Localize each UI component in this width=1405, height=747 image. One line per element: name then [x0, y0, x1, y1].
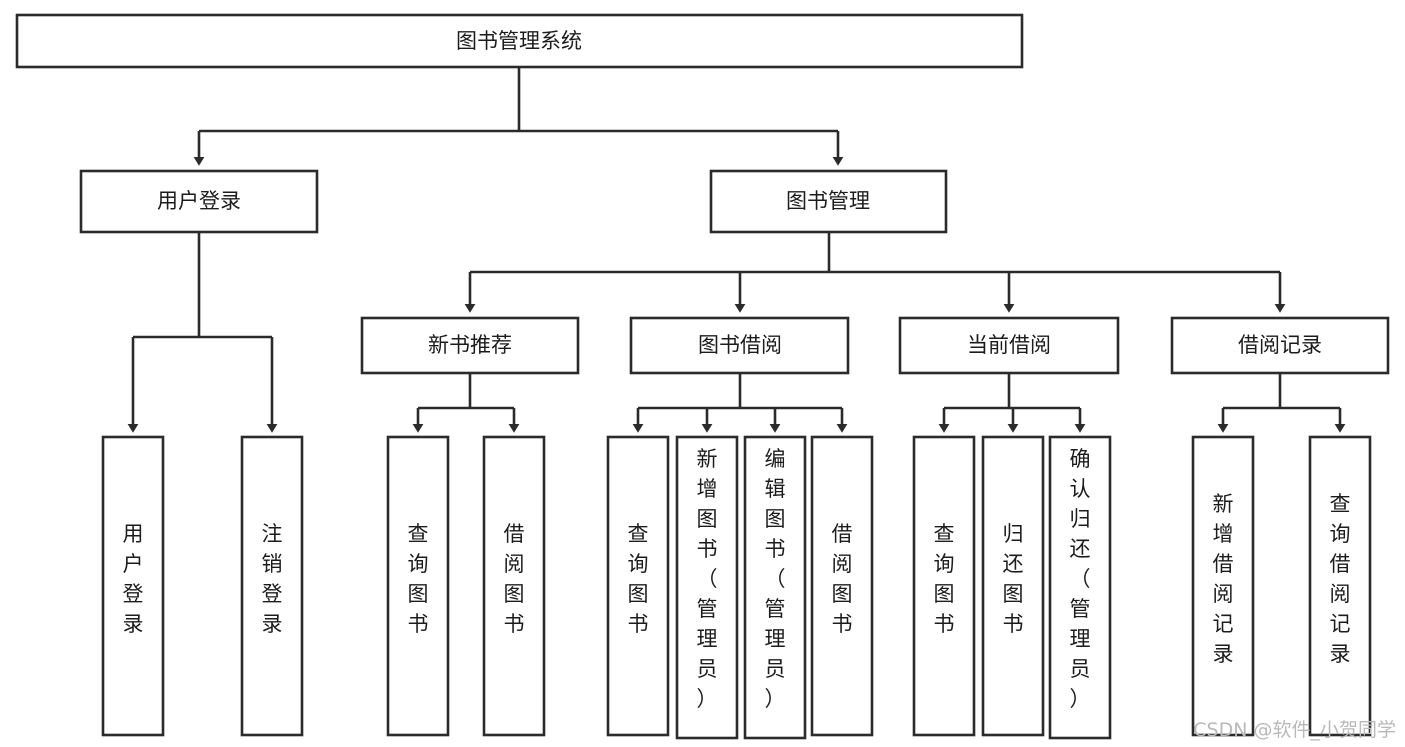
node-leaf-edit-book[interactable]: 编辑图书（管理员）	[743, 435, 807, 740]
node-leaf-return-book[interactable]: 归还图书	[981, 435, 1045, 737]
node-leaf-return-book-label: 归还图书	[1003, 522, 1024, 636]
edge-book-management-to-level3	[464, 232, 1286, 313]
node-borrow-record-label: 借阅记录	[1238, 333, 1322, 357]
node-leaf-query-book-2-label: 查询图书	[628, 522, 649, 636]
node-current-borrow[interactable]: 当前借阅	[898, 316, 1120, 375]
node-leaf-borrow-book-1-label: 借阅图书	[504, 522, 525, 636]
watermark-text: CSDN @软件_小贺同学	[1193, 719, 1396, 741]
edge-user-login-to-leaves	[127, 232, 278, 433]
node-root-label: 图书管理系统	[456, 29, 582, 53]
edge-root-to-level2	[193, 67, 844, 166]
node-leaf-borrow-book-2-label: 借阅图书	[832, 522, 853, 636]
node-borrow-record[interactable]: 借阅记录	[1170, 316, 1390, 375]
node-leaf-query-record[interactable]: 查询借阅记录	[1308, 435, 1372, 737]
node-book-borrow-label: 图书借阅	[698, 333, 782, 357]
node-leaf-query-record-label: 查询借阅记录	[1330, 492, 1351, 666]
node-leaf-add-record[interactable]: 新增借阅记录	[1191, 435, 1255, 737]
node-book-management[interactable]: 图书管理	[709, 169, 948, 234]
node-root[interactable]: 图书管理系统	[15, 13, 1024, 69]
node-book-borrow[interactable]: 图书借阅	[629, 316, 850, 375]
edge-new-book-recommend-to-leaves	[412, 373, 520, 433]
node-leaf-logout-label: 注销登录	[262, 522, 283, 636]
edge-borrow-record-to-leaves	[1217, 373, 1346, 433]
node-user-login[interactable]: 用户登录	[79, 169, 319, 234]
node-leaf-query-book-3-label: 查询图书	[934, 522, 955, 636]
node-current-borrow-label: 当前借阅	[967, 333, 1051, 357]
edge-book-borrow-to-leaves	[632, 373, 848, 433]
node-leaf-query-book-1-label: 查询图书	[408, 522, 429, 636]
node-user-login-label: 用户登录	[157, 189, 241, 213]
node-leaf-confirm-return-label: 确认归还（管理员）	[1070, 447, 1091, 711]
node-leaf-edit-book-label: 编辑图书（管理员）	[765, 447, 786, 711]
node-leaf-add-book[interactable]: 新增图书（管理员）	[675, 435, 739, 740]
node-leaf-user-login-label: 用户登录	[123, 522, 144, 636]
node-leaf-borrow-book-2[interactable]: 借阅图书	[810, 435, 874, 737]
node-new-book-recommend[interactable]: 新书推荐	[360, 316, 580, 375]
node-leaf-query-book-3[interactable]: 查询图书	[912, 435, 976, 737]
node-leaf-logout[interactable]: 注销登录	[240, 435, 304, 737]
node-leaf-borrow-book-1[interactable]: 借阅图书	[482, 435, 546, 737]
node-leaf-add-book-label: 新增图书（管理员）	[697, 447, 718, 711]
node-leaf-user-login[interactable]: 用户登录	[101, 435, 165, 737]
node-leaf-confirm-return[interactable]: 确认归还（管理员）	[1048, 435, 1112, 740]
node-book-management-label: 图书管理	[786, 189, 870, 213]
node-leaf-query-book-2[interactable]: 查询图书	[606, 435, 670, 737]
edge-current-borrow-to-leaves	[938, 373, 1086, 433]
node-new-book-recommend-label: 新书推荐	[428, 333, 512, 357]
node-leaf-add-record-label: 新增借阅记录	[1213, 492, 1234, 666]
node-leaf-query-book-1[interactable]: 查询图书	[386, 435, 450, 737]
